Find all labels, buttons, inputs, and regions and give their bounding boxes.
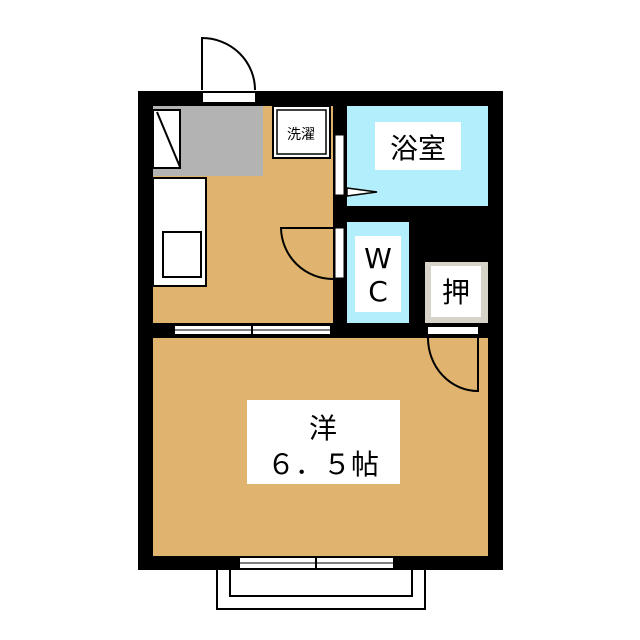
- bath-label-box: [375, 122, 461, 170]
- closet-door[interactable]: [428, 327, 478, 334]
- kitchen-counter: [152, 177, 207, 287]
- balcony: [216, 570, 426, 610]
- closet-door-swing: [427, 337, 479, 393]
- room-size: ６．５帖: [267, 448, 379, 481]
- closet-label: 押: [442, 276, 470, 309]
- closet-label-box: [431, 266, 481, 317]
- washer-label: 洗濯: [287, 127, 315, 143]
- sink-icon: [162, 231, 202, 278]
- entrance-door[interactable]: [201, 36, 256, 102]
- balcony-window[interactable]: [240, 556, 393, 572]
- bath-door[interactable]: [334, 134, 378, 197]
- wc-label-w: W: [364, 242, 392, 275]
- interior-window: [175, 323, 330, 338]
- wc-label-c: C: [368, 275, 388, 308]
- refrigerator-icon: [152, 109, 181, 169]
- washer-space: 洗濯: [272, 105, 331, 159]
- room-label: 洋: [309, 412, 337, 445]
- bath-label: 浴室: [390, 132, 446, 165]
- wc-label-box: [355, 236, 401, 312]
- room-label-box: [247, 400, 400, 484]
- wc-door[interactable]: [279, 227, 345, 280]
